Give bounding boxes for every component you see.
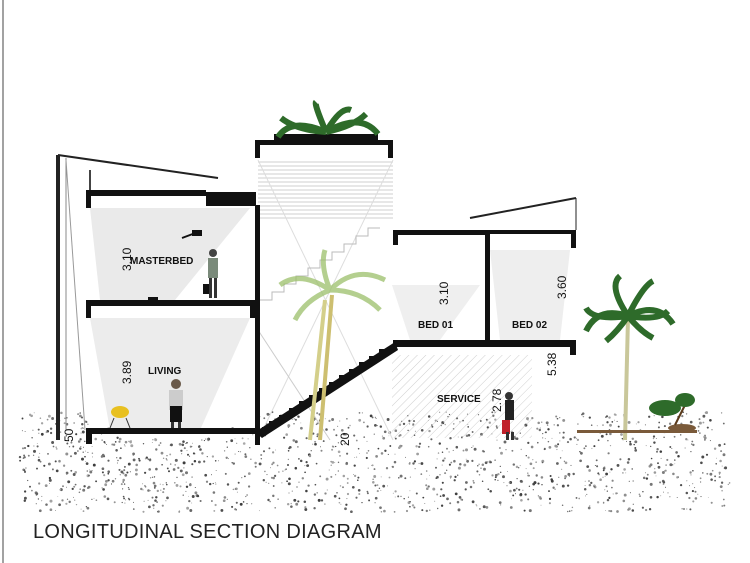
person-masterbed (203, 249, 218, 298)
dim-masterbed-height: 3.10 (120, 247, 134, 271)
dim-step: 20 (338, 432, 352, 446)
left-roof (56, 154, 219, 440)
yellow-chair (109, 406, 131, 429)
room-label-service: SERVICE (437, 394, 481, 405)
diagram-caption: LONGITUDINAL SECTION DIAGRAM (33, 521, 382, 543)
dim-bed01-height: 3.10 (437, 281, 451, 305)
person-service (502, 392, 514, 440)
right-roof (469, 197, 577, 230)
person-living (169, 379, 183, 428)
dim-service-height: 2.78 (490, 388, 504, 412)
room-label-bed01: BED 01 (418, 320, 453, 331)
room-label-bed02: BED 02 (512, 320, 547, 331)
lamp (148, 230, 202, 300)
exterior-palm (583, 273, 676, 441)
dim-living-height: 3.89 (120, 360, 134, 384)
building-structure (86, 140, 576, 445)
dim-bed02-height: 3.60 (555, 275, 569, 299)
rooftop-plant (274, 99, 381, 142)
stairwell-palm (278, 249, 387, 441)
room-label-masterbed: MASTERBED (130, 256, 193, 267)
dim-right-height: 5.38 (545, 352, 559, 376)
bonsai (577, 393, 697, 433)
dim-plinth: 50 (62, 428, 76, 442)
room-label-living: LIVING (148, 366, 182, 377)
